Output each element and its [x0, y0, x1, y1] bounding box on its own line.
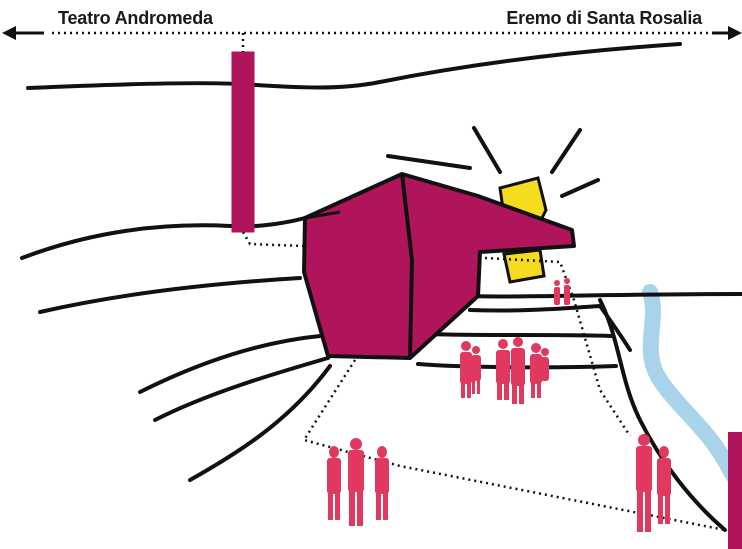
right-destination-label: Eremo di Santa Rosalia: [506, 8, 702, 29]
people-group-bottom-right: [636, 434, 671, 532]
people-group-top: [554, 278, 570, 305]
left-destination-label: Teatro Andromeda: [58, 8, 213, 29]
right-building-edge: [728, 432, 742, 549]
arrow-right-icon: [728, 26, 742, 40]
people-group-bottom-left: [327, 438, 389, 526]
people-group-middle: [460, 337, 549, 404]
tower-marker: [232, 52, 254, 232]
arrow-left-icon: [2, 26, 16, 40]
